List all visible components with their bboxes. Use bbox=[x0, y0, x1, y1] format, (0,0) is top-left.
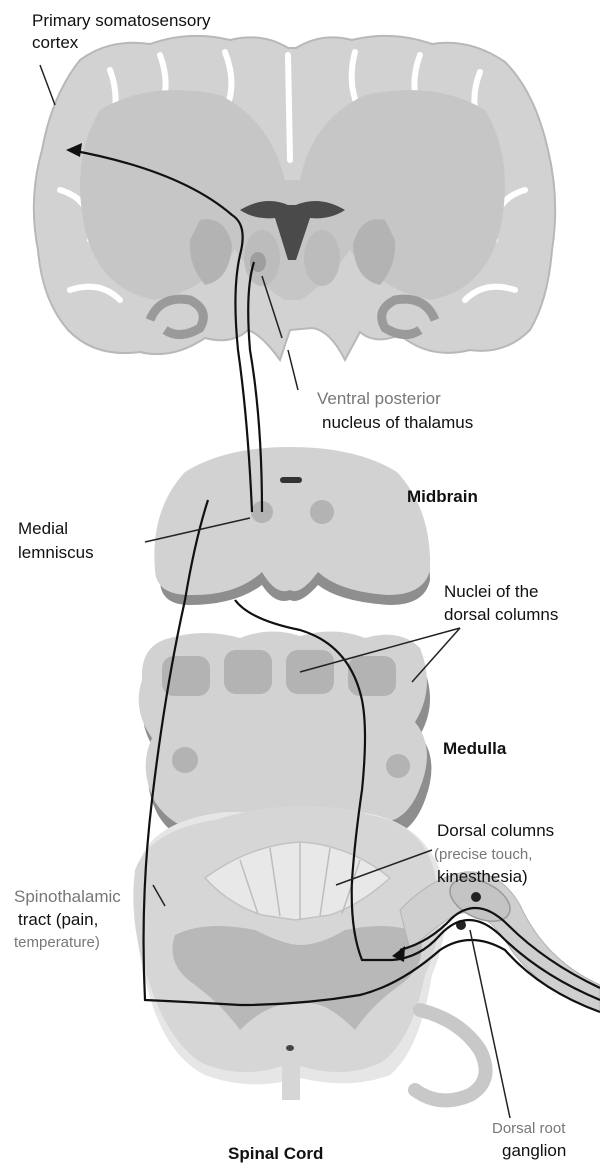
leader-vpn bbox=[288, 350, 298, 390]
leader-cortex bbox=[40, 65, 55, 105]
label-drg-line2: ganglion bbox=[502, 1140, 566, 1161]
label-spinal-cord: Spinal Cord bbox=[228, 1143, 323, 1164]
ganglion-cell-body-1 bbox=[471, 892, 481, 902]
central-canal bbox=[286, 1045, 294, 1051]
medulla-spot-right bbox=[386, 754, 410, 778]
brain-coronal-section bbox=[34, 36, 555, 360]
cerebral-aqueduct bbox=[280, 477, 302, 483]
label-spinothalamic-line2: tract (pain, bbox=[18, 909, 98, 930]
label-primary-cortex-line2: cortex bbox=[32, 32, 78, 53]
label-dorsal-columns-line2: (precise touch, bbox=[434, 844, 532, 865]
midbrain-section bbox=[154, 447, 430, 605]
label-medulla: Medulla bbox=[443, 738, 506, 759]
label-nuclei-dorsal-line2: dorsal columns bbox=[444, 604, 558, 625]
midbrain-outline bbox=[154, 447, 430, 595]
label-dorsal-columns-line1: Dorsal columns bbox=[437, 820, 554, 841]
dorsal-nucleus-3 bbox=[286, 650, 334, 694]
label-vpn-line1: Ventral posterior bbox=[317, 388, 441, 409]
label-spinothalamic-line3: temperature) bbox=[14, 932, 100, 953]
label-medial-lemniscus-line1: Medial bbox=[18, 518, 68, 539]
label-spinothalamic-line1: Spinothalamic bbox=[14, 886, 121, 907]
label-vpn-line2: nucleus of thalamus bbox=[322, 412, 473, 433]
ventral-root bbox=[415, 1010, 486, 1100]
label-drg-line1: Dorsal root bbox=[492, 1118, 565, 1139]
midbrain-nucleus-right bbox=[310, 500, 334, 524]
label-medial-lemniscus-line2: lemniscus bbox=[18, 542, 94, 563]
label-nuclei-dorsal-line1: Nuclei of the bbox=[444, 581, 539, 602]
label-primary-cortex-line1: Primary somatosensory bbox=[32, 10, 211, 31]
label-midbrain: Midbrain bbox=[407, 486, 478, 507]
dorsal-nucleus-2 bbox=[224, 650, 272, 694]
thalamus-right bbox=[304, 230, 340, 286]
label-dorsal-columns-line3: kinesthesia) bbox=[437, 866, 528, 887]
medulla-spot-left bbox=[172, 747, 198, 773]
